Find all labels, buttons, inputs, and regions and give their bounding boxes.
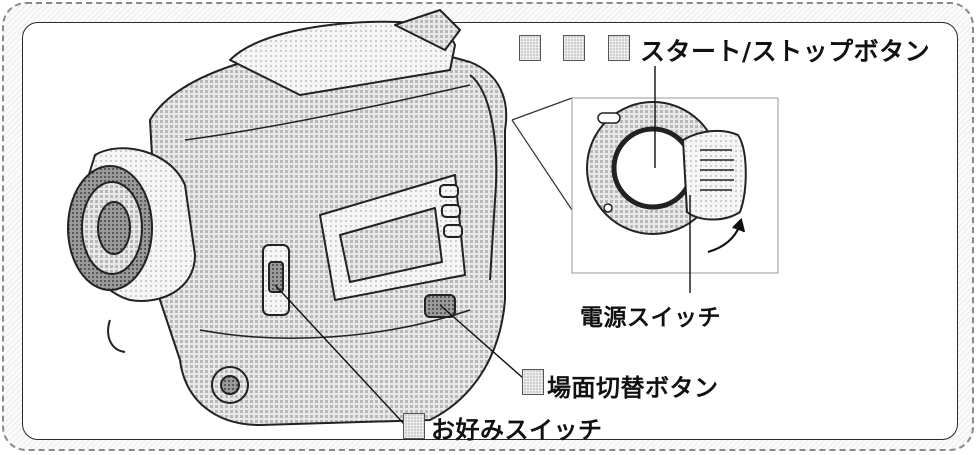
- step-marker-icon: [608, 35, 630, 61]
- camcorder-icon: [67, 9, 508, 426]
- step-marker-icon: [519, 35, 541, 61]
- leader-lines: [274, 66, 691, 426]
- step-marker-icon: [563, 35, 585, 61]
- callout-wedge: [511, 97, 573, 211]
- step-marker-icon: [522, 369, 544, 395]
- step-marker-icon: [403, 413, 425, 439]
- scene-switch-button-label: 場面切替ボタン: [547, 374, 719, 402]
- dial-icon: [571, 97, 779, 274]
- power-switch-label: 電源スイッチ: [580, 305, 721, 331]
- preference-switch-label: お好みスイッチ: [431, 416, 603, 444]
- start-stop-button-label: スタート/ストップボタン: [640, 37, 931, 66]
- rotate-arrow-icon: [707, 217, 746, 254]
